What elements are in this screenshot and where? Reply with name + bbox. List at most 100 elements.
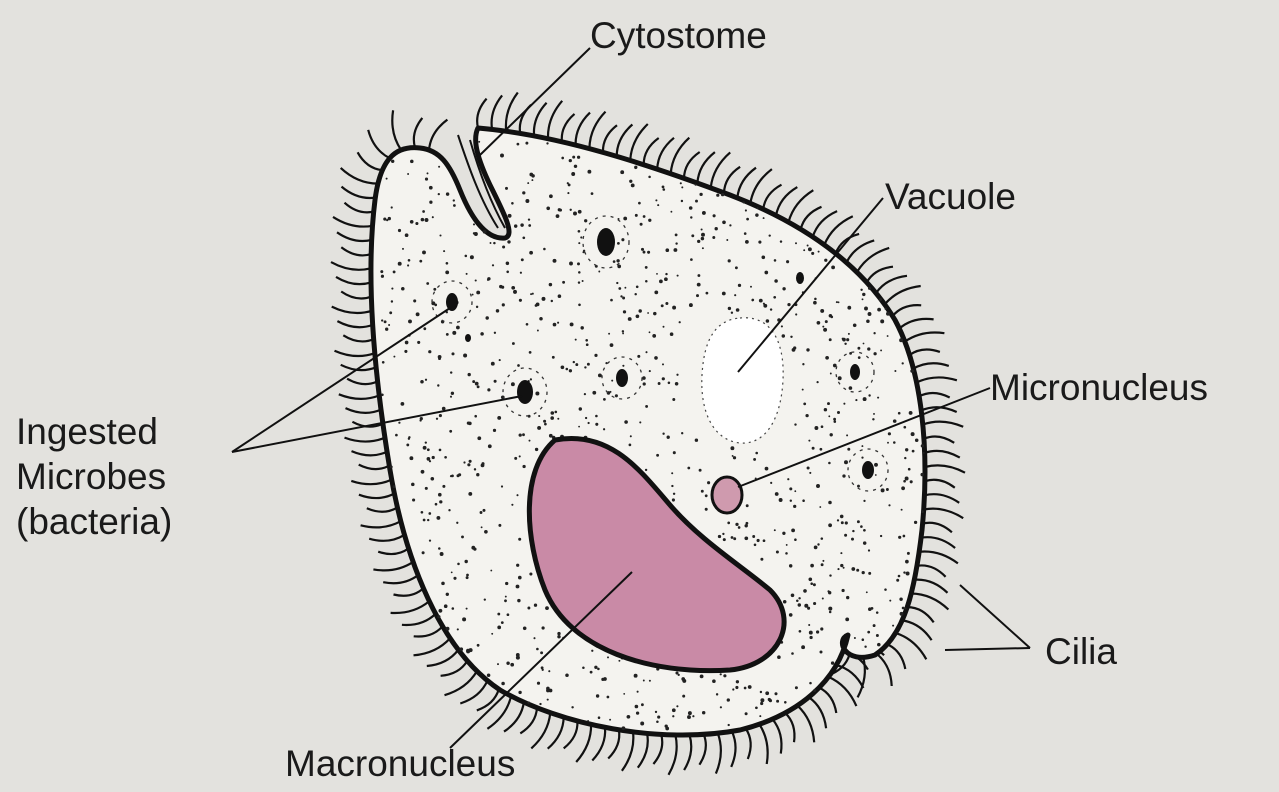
- granule: [453, 199, 455, 201]
- granule: [867, 631, 870, 634]
- granule: [760, 698, 764, 702]
- granule: [407, 264, 409, 266]
- granule: [449, 430, 452, 433]
- granule: [590, 671, 593, 674]
- cilium: [367, 507, 398, 511]
- granule: [910, 369, 914, 373]
- granule: [381, 394, 384, 397]
- granule: [514, 224, 517, 227]
- granule: [516, 494, 518, 496]
- granule: [501, 621, 504, 624]
- granule: [687, 715, 691, 719]
- granule: [662, 186, 665, 189]
- granule: [748, 685, 752, 689]
- granule: [451, 392, 454, 395]
- granule: [726, 239, 728, 241]
- granule: [825, 320, 828, 323]
- granule: [689, 206, 693, 210]
- granule: [587, 363, 590, 366]
- granule: [584, 393, 586, 395]
- cilium: [923, 523, 952, 533]
- granule: [532, 293, 534, 295]
- granule: [438, 166, 440, 168]
- granule: [498, 524, 501, 527]
- granule: [578, 426, 580, 428]
- granule: [450, 371, 452, 373]
- granule: [894, 370, 896, 372]
- cilium: [925, 480, 955, 488]
- cilium: [564, 721, 578, 748]
- granule: [406, 443, 409, 446]
- granule: [701, 490, 704, 493]
- granule: [522, 236, 525, 239]
- cilium: [341, 292, 371, 299]
- granule: [761, 255, 765, 259]
- granule: [664, 277, 668, 281]
- cilium: [608, 730, 619, 759]
- granule: [880, 319, 884, 323]
- granule: [518, 691, 521, 694]
- granule: [554, 411, 557, 414]
- granule: [481, 526, 483, 528]
- granule: [735, 266, 738, 269]
- granule: [723, 538, 726, 541]
- granule: [438, 193, 440, 195]
- granule: [763, 539, 766, 542]
- granule: [538, 415, 540, 417]
- cilium: [885, 286, 921, 304]
- granule: [569, 369, 572, 372]
- cilium: [917, 377, 957, 382]
- label-micronucleus: Micronucleus: [990, 366, 1208, 409]
- cilium: [785, 713, 794, 742]
- label-ingested-line3: (bacteria): [16, 500, 172, 543]
- granule: [701, 233, 705, 237]
- granule: [398, 229, 401, 232]
- granule: [842, 589, 845, 592]
- granule: [853, 324, 857, 328]
- granule: [819, 506, 821, 508]
- cilium: [638, 733, 648, 767]
- granule: [465, 255, 468, 258]
- granule: [729, 224, 731, 226]
- cilium: [925, 494, 960, 503]
- granule: [907, 552, 910, 555]
- granule: [587, 720, 589, 722]
- cilium: [359, 494, 395, 499]
- granule: [640, 223, 643, 226]
- granule: [702, 247, 704, 249]
- cilium: [911, 594, 948, 610]
- granule: [635, 214, 638, 217]
- cilium: [414, 626, 443, 636]
- granule: [558, 294, 562, 298]
- granule: [862, 298, 864, 300]
- granule: [499, 359, 501, 361]
- cilium: [548, 101, 562, 139]
- granule: [493, 242, 495, 244]
- granule: [634, 293, 636, 295]
- granule: [888, 432, 891, 435]
- cilium: [877, 654, 892, 686]
- granule: [553, 259, 557, 263]
- granule: [731, 536, 734, 539]
- granule: [530, 293, 532, 295]
- granule: [901, 486, 905, 490]
- granule: [867, 347, 870, 350]
- granule: [875, 474, 877, 476]
- granule: [445, 271, 449, 275]
- granule: [691, 234, 694, 237]
- granule: [828, 501, 832, 505]
- granule: [910, 480, 913, 483]
- granule: [863, 343, 865, 345]
- granule: [437, 615, 440, 618]
- cilium: [921, 537, 955, 548]
- granule: [518, 576, 522, 580]
- granule: [774, 279, 778, 283]
- granule: [540, 651, 543, 654]
- granule: [497, 626, 501, 630]
- granule: [605, 362, 607, 364]
- leader-cilia-1: [960, 585, 1030, 648]
- granule: [863, 529, 866, 532]
- granule: [570, 209, 572, 211]
- granule: [790, 500, 792, 502]
- granule: [381, 319, 383, 321]
